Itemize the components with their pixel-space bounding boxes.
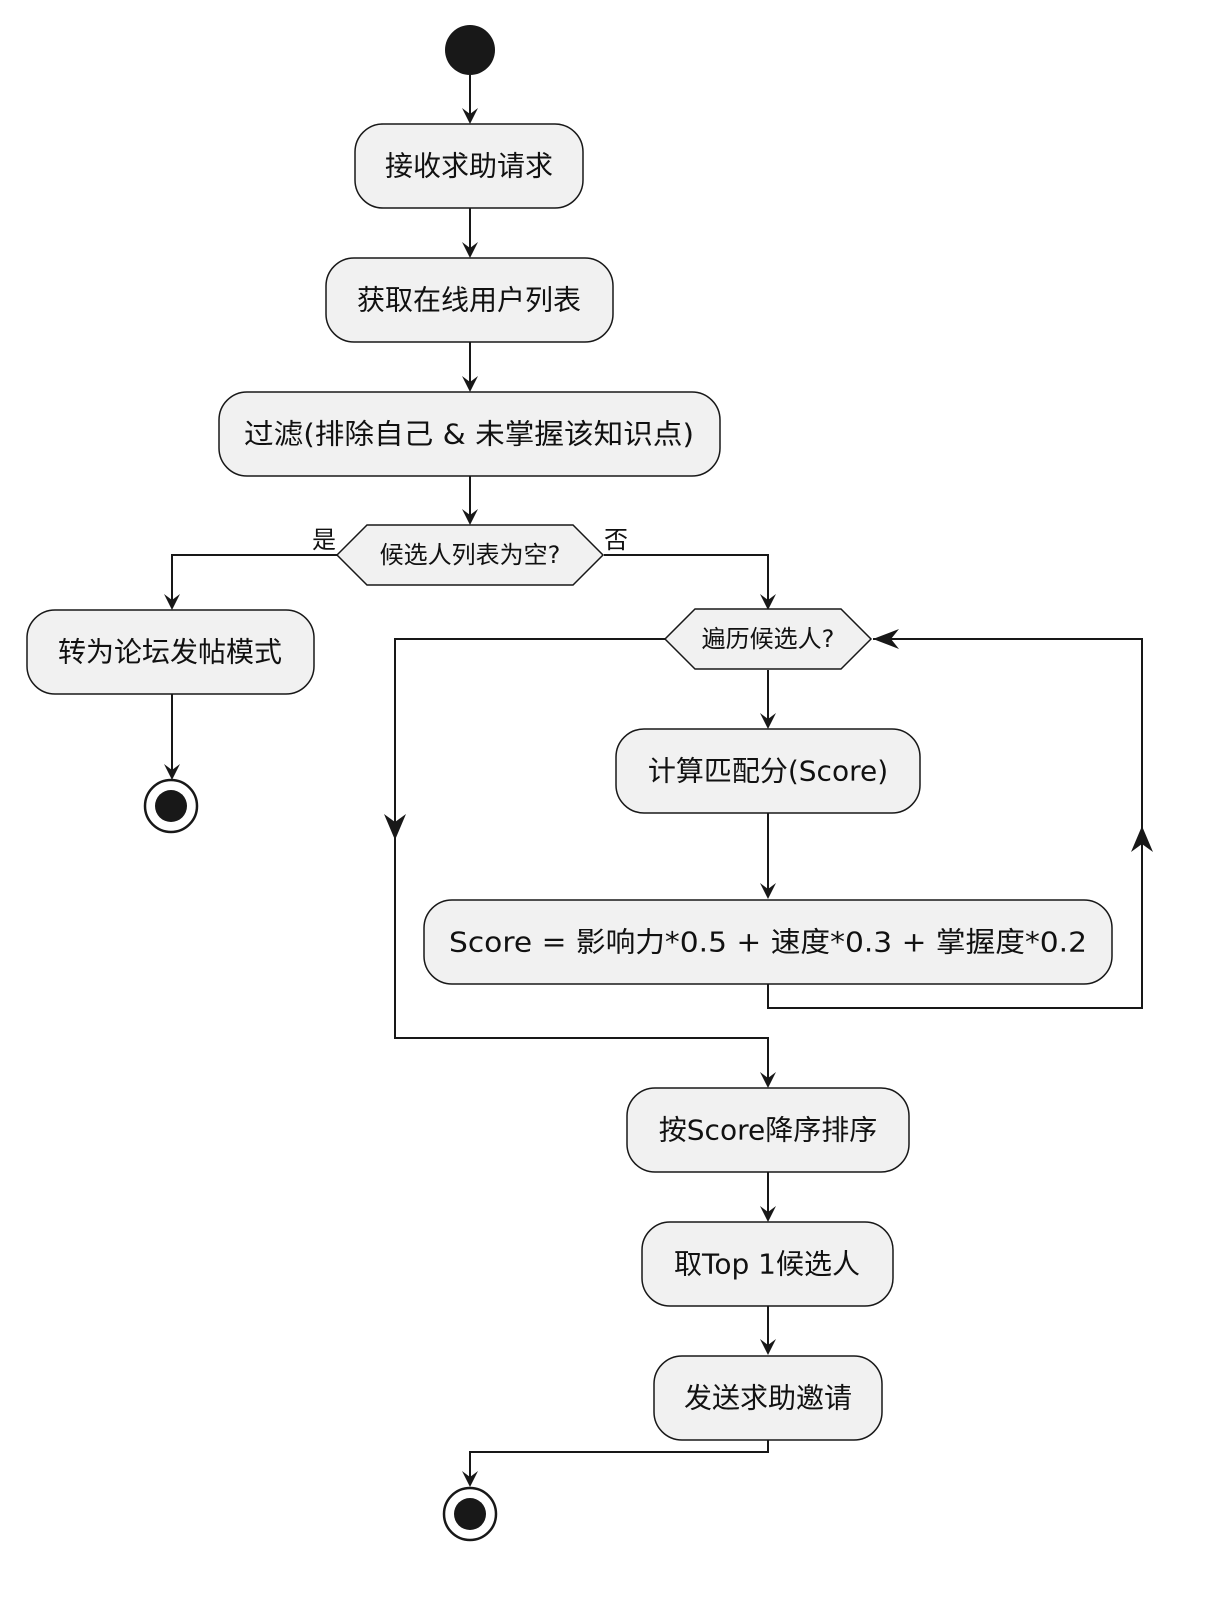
node-filter-label: 过滤(排除自己 & 未掌握该知识点)	[244, 418, 694, 451]
edges	[164, 75, 1153, 1487]
node-send-invite-label: 发送求助邀请	[684, 1382, 852, 1415]
edge-loop-exit-down-arrowhead	[384, 814, 406, 840]
node-sort-label: 按Score降序排序	[659, 1114, 877, 1147]
node-filter: 过滤(排除自己 & 未掌握该知识点)	[218, 391, 721, 477]
node-sort: 按Score降序排序	[626, 1087, 910, 1173]
branch-yes-label: 是	[312, 526, 336, 554]
node-forum-mode-label: 转为论坛发帖模式	[58, 636, 282, 669]
node-score-formula: Score = 影响力*0.5 + 速度*0.3 + 掌握度*0.2	[423, 899, 1113, 985]
edge-no-branch	[604, 554, 776, 610]
node-get-online-users-label: 获取在线用户列表	[357, 284, 581, 317]
edge-send-to-end	[462, 1440, 769, 1487]
edge-yes-branch	[164, 554, 337, 610]
node-take-top: 取Top 1候选人	[641, 1221, 894, 1307]
node-score-formula-label: Score = 影响力*0.5 + 速度*0.3 + 掌握度*0.2	[449, 926, 1087, 959]
edge-loop-back-arrowhead	[873, 629, 899, 649]
node-calc-score-label: 计算匹配分(Score)	[648, 755, 888, 788]
edge-loop-up-arrowhead	[1131, 826, 1153, 852]
decision-iterate-candidates: 遍历候选人?	[663, 608, 873, 670]
end-node-main	[442, 1486, 498, 1542]
node-forum-mode: 转为论坛发帖模式	[26, 609, 315, 695]
branch-no-label: 否	[604, 526, 628, 554]
edge-loop-exit	[394, 638, 776, 1088]
node-take-top-label: 取Top 1候选人	[674, 1248, 860, 1281]
edge-loop-back	[767, 638, 1143, 1009]
decision-candidates-empty: 候选人列表为空?	[335, 524, 605, 586]
node-receive-request: 接收求助请求	[354, 123, 584, 209]
end-node-forum	[143, 778, 199, 834]
node-calc-score: 计算匹配分(Score)	[615, 728, 921, 814]
node-get-online-users: 获取在线用户列表	[325, 257, 614, 343]
decision-candidates-empty-label: 候选人列表为空?	[380, 541, 561, 569]
node-receive-request-label: 接收求助请求	[385, 150, 553, 183]
node-send-invite: 发送求助邀请	[653, 1355, 883, 1441]
decision-iterate-candidates-label: 遍历候选人?	[702, 625, 835, 653]
start-node	[445, 25, 495, 75]
